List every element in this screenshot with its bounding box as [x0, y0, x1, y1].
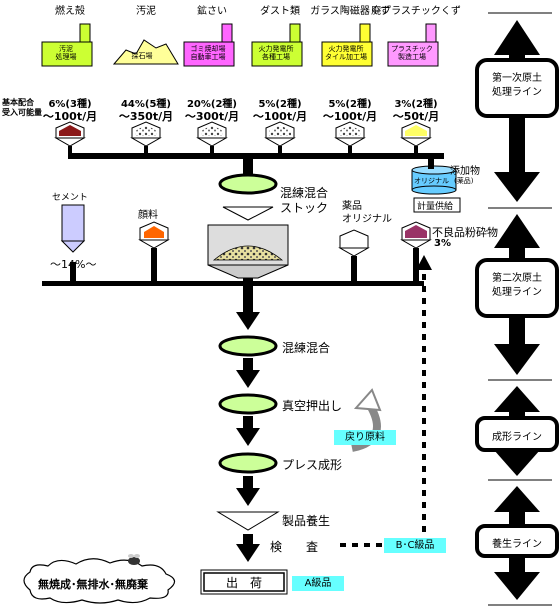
- mixing-oval: [218, 335, 278, 357]
- material-hopper: [334, 121, 366, 147]
- material-ratio: 44%(5種): [120, 99, 172, 110]
- collector-bar-top: [68, 153, 444, 159]
- facility-label: 採石場: [131, 52, 153, 60]
- eco-label: 無焼成･無排水･無廃棄: [38, 578, 148, 591]
- material-amount: ～100t/月: [322, 110, 378, 123]
- material-amount: ～100t/月: [42, 110, 98, 123]
- material-ratio: 5%(2種): [328, 99, 372, 110]
- defect-hopper: [400, 221, 432, 282]
- material-hopper: [196, 121, 228, 147]
- a-grade-label: A級品: [292, 576, 344, 591]
- facility-label: プラスチック 製造工場: [391, 45, 433, 61]
- bc-grade-label: B･C級品: [384, 538, 446, 553]
- stock-funnel: [222, 206, 274, 221]
- pigment-label: 顔料: [138, 210, 158, 221]
- metering-label: 計量供給: [417, 202, 454, 212]
- defect-ratio: 3%: [434, 238, 451, 249]
- shipping-label: 出 荷: [225, 576, 262, 590]
- cement-label: セメント: [52, 193, 88, 203]
- factory-icon: [251, 23, 303, 67]
- material-ratio: 20%(2種): [186, 99, 238, 110]
- material-hopper: [264, 121, 296, 147]
- press-oval: [218, 452, 278, 474]
- factory-icons: [41, 23, 439, 67]
- additive-sub-label: (薬品): [454, 177, 474, 185]
- material-amount: ～50t/月: [392, 110, 440, 123]
- material-name: 鉱さい: [197, 6, 227, 17]
- pigment-hopper: [138, 221, 170, 282]
- basic-mix-label: 基本配合 受入可能量: [2, 98, 42, 117]
- line-label-4: 養生ライン: [492, 539, 542, 550]
- inspection-label: 検 査: [270, 540, 319, 554]
- line-label-box-1: [475, 58, 559, 118]
- additive-tank: [411, 153, 457, 195]
- material-name: 燃え殻: [55, 6, 85, 17]
- material-name: 廃プラスチックくず: [371, 6, 461, 17]
- facility-label: ゴミ焼却場 自動車工場: [190, 45, 226, 61]
- material-hopper: [130, 121, 162, 147]
- factory-icon: [183, 23, 235, 67]
- hopper-drops: [68, 146, 418, 154]
- line-label-2: 第二次原土 処理ライン: [492, 273, 542, 298]
- stock-bin: [207, 224, 289, 279]
- extrusion-oval: [218, 393, 278, 415]
- mixing-stock-label: 混練混合 ストック: [280, 186, 329, 215]
- line-label-1: 第一次原土 処理ライン: [492, 73, 542, 98]
- factory-icon: [41, 23, 93, 67]
- bee-icon: [128, 554, 140, 565]
- material-name: ダスト類: [260, 6, 300, 17]
- vacuum-extrusion-label: 真空押出し: [282, 399, 343, 413]
- main-flow-arrows: [236, 286, 260, 562]
- material-ratio: 3%(2種): [394, 99, 438, 110]
- material-amount: ～300t/月: [184, 110, 240, 123]
- facility-label: 火力発電所 各種工場: [258, 45, 294, 61]
- original-tank-label: オリジナル: [414, 177, 449, 185]
- collector-bar-second: [42, 281, 424, 286]
- curing-triangle: [216, 511, 280, 531]
- material-ratio: 6%(3種): [48, 99, 92, 110]
- material-ratio: 5%(2種): [258, 99, 302, 110]
- material-hopper: [400, 121, 432, 147]
- cement-silo: [60, 204, 86, 282]
- factory-icon: [112, 39, 179, 65]
- feedback-arrow-head: [416, 255, 432, 270]
- eco-cloud: [23, 558, 176, 604]
- line-label-box-3: [475, 416, 559, 452]
- facility-label: 火力発電所 タイル加工場: [325, 45, 367, 61]
- material-amount: ～100t/月: [252, 110, 308, 123]
- chemicals-hopper: [338, 229, 370, 282]
- factory-icon: [387, 23, 439, 67]
- mixing-stock-oval: [218, 173, 278, 195]
- line-separators: [488, 12, 552, 606]
- defect-label: 不良品粉砕物: [432, 226, 498, 239]
- line-label-box-4: [475, 524, 559, 558]
- cement-ratio: ～14%～: [50, 258, 97, 271]
- feed-to-stock: [243, 159, 253, 177]
- material-hopper: [54, 121, 86, 147]
- additive-label: 添加物: [450, 166, 480, 177]
- material-hoppers: [54, 121, 432, 147]
- line-label-3: 成形ライン: [492, 432, 542, 443]
- press-forming-label: プレス成形: [282, 458, 343, 472]
- curing-label: 製品養生: [282, 514, 331, 528]
- chemicals-label: 薬品 オリジナル: [342, 201, 392, 225]
- line-label-box-2: [475, 258, 559, 318]
- mixing-label: 混練混合: [282, 341, 331, 355]
- material-name: ガラス陶磁器くず: [310, 6, 390, 17]
- shipping-box: [203, 572, 285, 592]
- material-name: 汚泥: [136, 6, 156, 17]
- facility-label: 汚泥 処理場: [55, 45, 77, 61]
- return-material-label: 戻り原料: [334, 430, 396, 445]
- factory-icon: [321, 23, 373, 67]
- material-amount: ～350t/月: [118, 110, 174, 123]
- metering-box: [413, 197, 461, 213]
